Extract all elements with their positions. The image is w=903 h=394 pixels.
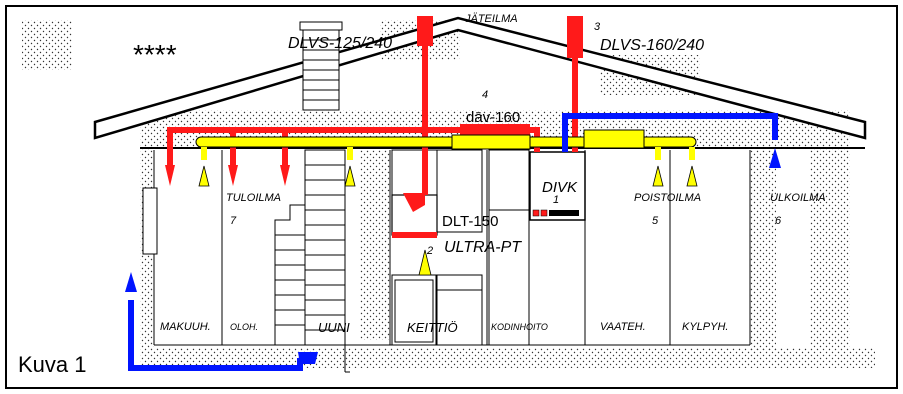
dlt-label: DLT-150	[442, 213, 498, 230]
room-kylpyh: KYLPYH.	[682, 321, 728, 333]
ultra-pt-stripe	[392, 232, 437, 238]
exhaust-outlet-left	[417, 16, 433, 46]
room-keittio: KEITTIÖ	[407, 320, 458, 335]
ulkoilma-label: ULKOILMA	[770, 192, 826, 204]
supply-arrows	[165, 165, 290, 186]
room-vaateh: VAATEH.	[600, 321, 646, 333]
divk-label: DIVK	[542, 179, 578, 196]
tuloilma-label: TULOILMA	[226, 192, 281, 204]
dav-number: 4	[482, 89, 488, 101]
divk-controls	[532, 209, 579, 217]
ultra-number: 2	[426, 245, 433, 257]
figure-caption: Kuva 1	[18, 352, 87, 377]
dav-label: däv-160	[466, 109, 520, 126]
outdoor-intake	[298, 352, 318, 364]
stairs	[274, 149, 350, 373]
window	[142, 187, 158, 255]
exhaust-outlet-right	[567, 16, 583, 58]
ulkoilma-number: 6	[775, 215, 782, 227]
ultra-label: ULTRA-PT	[444, 239, 522, 256]
divk-unit	[529, 151, 586, 221]
room-makuuh: MAKUUH.	[160, 321, 211, 333]
room-oloh: OLOH.	[230, 322, 258, 332]
jateilma-label: JÄTEILMA	[464, 13, 518, 25]
kitchen-cabinets	[391, 149, 483, 346]
title-stars: ****	[133, 39, 177, 70]
exhaust-duct	[195, 129, 697, 160]
poistoilma-label: POISTOILMA	[634, 192, 701, 204]
divk-number: 1	[553, 194, 559, 206]
laundry-cabinets	[488, 149, 530, 346]
frame-border	[5, 5, 898, 389]
room-uuni: UUNI	[318, 320, 350, 335]
dlvs-left-label: DLVS-125/240	[288, 35, 392, 52]
exhaust-arrows	[198, 165, 698, 276]
dlvs-right-label: DLVS-160/240	[600, 37, 704, 54]
jateilma-number: 3	[594, 21, 601, 33]
hood-connection	[403, 193, 425, 212]
chimney	[299, 21, 343, 111]
outdoor-arrows	[125, 148, 781, 292]
poistoilma-number: 5	[652, 215, 659, 227]
roof	[93, 16, 867, 140]
room-kodinhoito: KODINHOITO	[491, 322, 548, 332]
tuloilma-number: 7	[230, 215, 237, 227]
